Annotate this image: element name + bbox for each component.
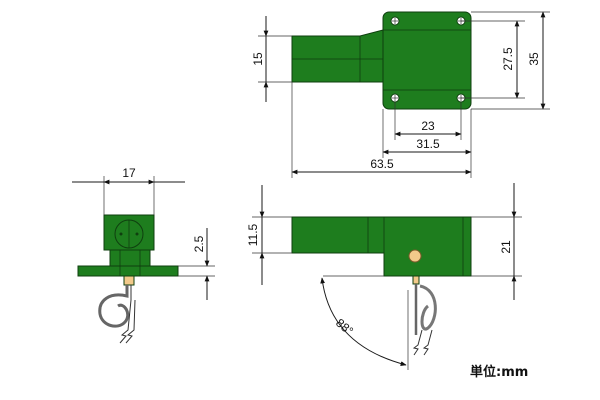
pivot-pin-icon — [408, 249, 422, 263]
top-view: 15 27.5 35 23 31.5 63.5 — [251, 11, 550, 178]
dim-top-total-length: 63.5 — [370, 157, 394, 171]
dim-front-width: 17 — [122, 166, 136, 180]
mounting-hole-icon — [390, 93, 400, 103]
side-view: 11.5 21 88° — [246, 183, 522, 370]
unit-label: 単位:mm — [470, 364, 528, 380]
dim-top-height: 15 — [251, 52, 265, 66]
side-view-body — [291, 216, 472, 277]
dim-top-hole-pitch-vertical: 27.5 — [501, 47, 515, 71]
dim-side-height: 11.5 — [246, 223, 260, 246]
dim-front-flange: 2.5 — [192, 235, 206, 252]
top-view-arm — [291, 29, 384, 83]
dim-top-base-length: 31.5 — [416, 137, 440, 151]
dim-side-total-height: 21 — [499, 240, 513, 254]
mounting-hole-icon — [390, 16, 400, 26]
top-view-plate — [382, 11, 472, 110]
dim-top-total-width: 35 — [527, 52, 541, 66]
dim-top-hole-pitch-horizontal: 23 — [421, 119, 435, 133]
front-view-flange — [77, 265, 179, 277]
front-view: 17 2.5 — [72, 166, 215, 344]
dim-side-angle: 88° — [333, 316, 356, 339]
